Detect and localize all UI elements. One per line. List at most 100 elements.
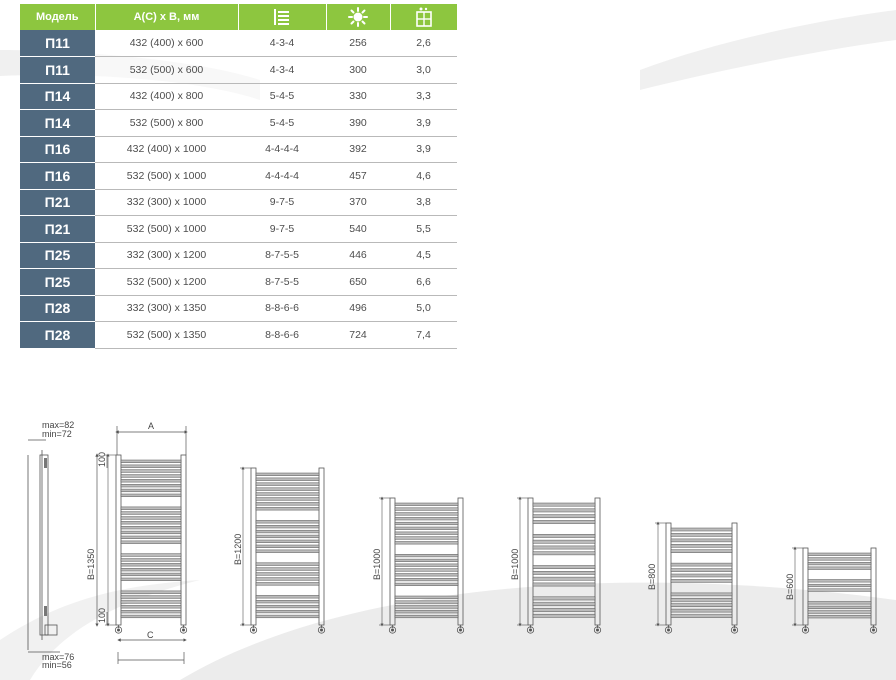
model-cell: П21 <box>20 215 95 243</box>
radiator-1000-b-height-dimension <box>517 496 528 627</box>
size-cell: 432 (400) x 600 <box>95 30 238 57</box>
label-b600: B=600 <box>785 574 795 600</box>
size-cell: 532 (500) x 1000 <box>95 162 238 190</box>
weight-cell: 3,0 <box>390 56 457 84</box>
weight-cell: 5,0 <box>390 295 457 322</box>
radiator-1350-height-dimension <box>105 453 116 627</box>
heat-output-icon <box>348 7 368 27</box>
side-min-top: min=72 <box>42 429 72 439</box>
weight-cell: 3,8 <box>390 189 457 216</box>
header-weight <box>390 4 457 30</box>
model-cell: П14 <box>20 83 95 110</box>
model-cell: П14 <box>20 109 95 137</box>
heat-output-cell: 256 <box>326 30 390 57</box>
sections-cell: 8-8-6-6 <box>238 295 326 322</box>
model-cell: П25 <box>20 268 95 296</box>
header-dimensions: A(C) x B, мм <box>95 4 239 30</box>
heat-output-cell: 724 <box>326 321 390 349</box>
model-cell: П16 <box>20 162 95 190</box>
label-gap-bottom: 100 <box>97 608 107 623</box>
heat-output-cell: 496 <box>326 295 390 322</box>
sections-cell: 8-7-5-5 <box>238 268 326 296</box>
specifications-table: Модель A(C) x B, мм <box>20 4 457 349</box>
model-cell: П11 <box>20 56 95 84</box>
sections-cell: 9-7-5 <box>238 215 326 243</box>
heat-output-cell: 540 <box>326 215 390 243</box>
size-cell: 532 (500) x 1000 <box>95 215 238 243</box>
model-cell: П21 <box>20 189 95 216</box>
sections-cell: 4-3-4 <box>238 30 326 57</box>
sections-cell: 5-4-5 <box>238 83 326 110</box>
sections-cell: 8-8-6-6 <box>238 321 326 349</box>
table-header-row: Модель A(C) x B, мм <box>20 4 457 30</box>
header-model: Модель <box>20 4 96 30</box>
label-b1350: B=1350 <box>86 549 96 580</box>
size-cell: 332 (300) x 1350 <box>95 295 238 322</box>
size-cell: 532 (500) x 1350 <box>95 321 238 349</box>
weight-cell: 4,5 <box>390 242 457 269</box>
radiator-1200 <box>249 467 326 634</box>
model-cell: П25 <box>20 242 95 269</box>
size-cell: 432 (400) x 800 <box>95 83 238 110</box>
label-c: C <box>147 630 154 640</box>
side-view-drawing <box>27 439 60 653</box>
sections-cell: 4-4-4-4 <box>238 162 326 190</box>
model-cell: П28 <box>20 295 95 322</box>
sections-cell: 4-4-4-4 <box>238 136 326 163</box>
sections-cell: 5-4-5 <box>238 109 326 137</box>
weight-cell: 3,3 <box>390 83 457 110</box>
heat-output-cell: 390 <box>326 109 390 137</box>
radiator-1000-b <box>526 497 602 634</box>
label-b1200: B=1200 <box>233 534 243 565</box>
weight-cell: 4,6 <box>390 162 457 190</box>
radiator-1000-a-height-dimension <box>379 496 390 627</box>
size-cell: 532 (500) x 600 <box>95 56 238 84</box>
sections-cell: 8-7-5-5 <box>238 242 326 269</box>
side-max-bottom: max=76 <box>42 652 74 662</box>
size-cell: 332 (300) x 1200 <box>95 242 238 269</box>
sections-cell: 4-3-4 <box>238 56 326 84</box>
model-cell: П11 <box>20 30 95 57</box>
model-cell: П16 <box>20 136 95 163</box>
sections-cell: 9-7-5 <box>238 189 326 216</box>
radiator-1350 <box>114 454 188 634</box>
model-cell: П28 <box>20 321 95 349</box>
heat-output-cell: 446 <box>326 242 390 269</box>
radiator-800 <box>664 522 739 634</box>
weight-cell: 3,9 <box>390 136 457 163</box>
header-heat-output <box>326 4 391 30</box>
size-cell: 532 (500) x 800 <box>95 109 238 137</box>
side-min-bottom: min=56 <box>42 660 72 670</box>
radiator-800-height-dimension <box>655 521 666 627</box>
radiator-600-height-dimension <box>792 546 803 627</box>
sections-icon <box>274 9 289 25</box>
label-b1000-b: B=1000 <box>510 549 520 580</box>
weight-cell: 2,6 <box>390 30 457 57</box>
heat-output-cell: 457 <box>326 162 390 190</box>
heat-output-cell: 392 <box>326 136 390 163</box>
size-cell: 532 (500) x 1200 <box>95 268 238 296</box>
heat-output-cell: 650 <box>326 268 390 296</box>
heat-output-cell: 330 <box>326 83 390 110</box>
weight-cell: 3,9 <box>390 109 457 137</box>
weight-icon <box>415 7 432 27</box>
side-max-top: max=82 <box>42 420 74 430</box>
label-a: A <box>148 421 154 431</box>
label-b800: B=800 <box>647 564 657 590</box>
size-cell: 332 (300) x 1000 <box>95 189 238 216</box>
radiator-600 <box>801 547 878 634</box>
weight-cell: 6,6 <box>390 268 457 296</box>
radiator-1200-height-dimension <box>240 466 251 627</box>
heat-output-cell: 370 <box>326 189 390 216</box>
